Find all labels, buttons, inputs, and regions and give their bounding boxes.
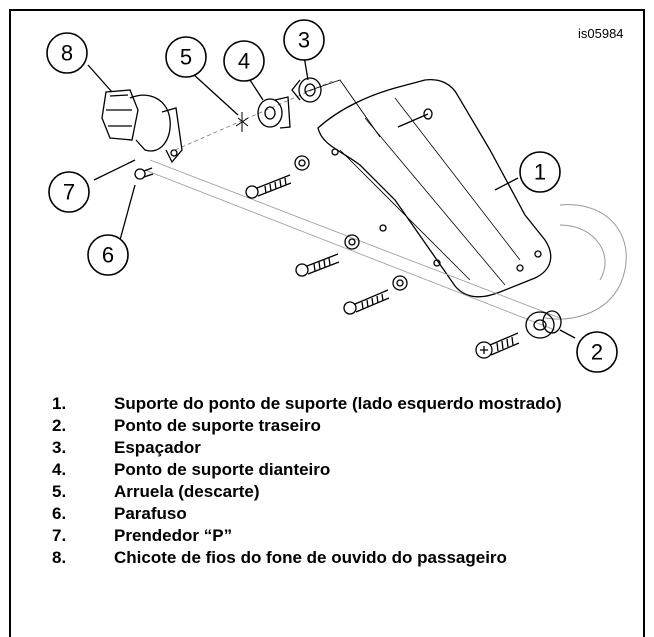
screw-4 (475, 332, 520, 359)
legend-item: 4. Ponto de suporte dianteiro (52, 459, 632, 481)
callout-5: 5 (180, 45, 192, 70)
legend-number: 8. (52, 548, 67, 567)
screw-2 (295, 253, 340, 277)
callout-2: 2 (591, 340, 603, 365)
legend-number: 3. (52, 438, 67, 457)
legend-text: Ponto de suporte dianteiro (114, 460, 331, 479)
legend-number: 4. (52, 460, 67, 479)
legend-item: 3. Espaçador (52, 437, 632, 459)
legend-number: 7. (52, 526, 67, 545)
legend-text: Chicote de fios do fone de ouvido do pas… (114, 548, 507, 567)
legend-item: 1. Suporte do ponto de suporte (lado esq… (52, 393, 632, 415)
legend-number: 2. (52, 416, 67, 435)
callout-4: 4 (238, 49, 250, 74)
screw-1 (245, 174, 292, 199)
legend-item: 8. Chicote de fios do fone de ouvido do … (52, 547, 632, 569)
legend-number: 6. (52, 504, 67, 523)
callout-3: 3 (298, 28, 310, 53)
legend-number: 1. (52, 394, 67, 413)
callout-7: 7 (63, 180, 75, 205)
callout-6: 6 (102, 243, 114, 268)
legend-number: 5. (52, 482, 67, 501)
legend-item: 5. Arruela (descarte) (52, 481, 632, 503)
exploded-diagram: 1 2 3 4 5 6 7 8 (46, 19, 627, 373)
legend-text: Arruela (descarte) (114, 482, 260, 501)
parts-legend: 1. Suporte do ponto de suporte (lado esq… (52, 393, 632, 569)
figure-frame (9, 9, 645, 637)
figure-id: is05984 (578, 26, 624, 41)
legend-text: Suporte do ponto de suporte (lado esquer… (114, 394, 562, 413)
support-bracket (317, 78, 552, 298)
legend-item: 7. Prendedor “P” (52, 525, 632, 547)
legend-item: 6. Parafuso (52, 503, 632, 525)
legend-text: Espaçador (114, 438, 201, 457)
legend-text: Ponto de suporte traseiro (114, 416, 321, 435)
legend-text: Parafuso (114, 504, 187, 523)
legend-text: Prendedor “P” (114, 526, 233, 545)
callout-1: 1 (534, 160, 546, 185)
callout-8: 8 (61, 41, 73, 66)
screw-3 (343, 289, 390, 315)
legend-item: 2. Ponto de suporte traseiro (52, 415, 632, 437)
